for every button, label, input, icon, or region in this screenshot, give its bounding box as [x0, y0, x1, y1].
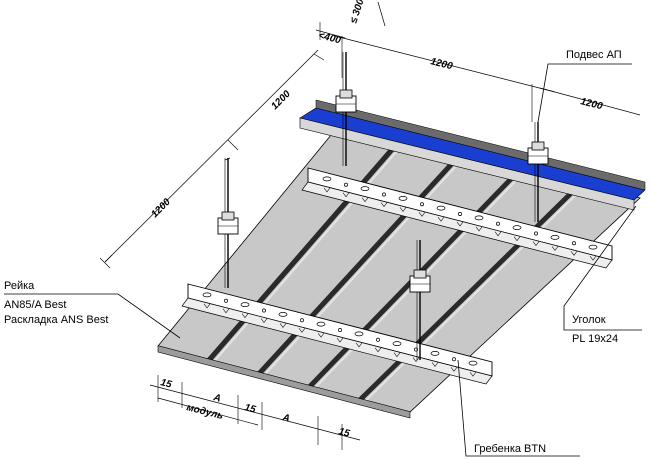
hanger-ap [409, 240, 431, 360]
dimension-lines [99, 1, 641, 450]
comb-carriers [181, 167, 613, 385]
dim-a-2: A [280, 412, 291, 425]
dim-15-a: 15 [159, 377, 173, 390]
hangers [217, 52, 549, 360]
label-panel-model: AN85/A Best [4, 299, 66, 311]
label-layout-model: Раскладка ANS Best [4, 314, 108, 326]
hanger-ap [335, 52, 357, 166]
dim-le-300: ≤ 300 [348, 0, 366, 25]
dim-less-400: <400 [317, 30, 342, 46]
label-comb: Гребенка BTN [474, 443, 546, 455]
hanger-ap [217, 158, 239, 288]
comb-btn [181, 283, 493, 385]
slat-highlight [264, 151, 470, 376]
wall-angle [299, 99, 646, 211]
hanger-ap [527, 122, 549, 222]
callouts: Подвес АП Рейка AN85/A Best Раскладка AN… [4, 49, 642, 457]
label-hanger: Подвес АП [566, 49, 622, 61]
dim-module: модуль [185, 402, 224, 422]
dim-a-1: A [211, 392, 222, 405]
slat-highlight [213, 135, 411, 362]
dim-1200-diag-upper: 1200 [269, 88, 293, 112]
dim-15-c: 15 [337, 426, 351, 439]
dim-15-b: 15 [243, 402, 257, 415]
label-angle-model: PL 19x24 [572, 333, 618, 345]
slat-highlight [364, 183, 588, 402]
dim-1200-right: 1200 [579, 96, 604, 112]
label-panel-title: Рейка [4, 280, 35, 292]
dim-1200-diag-lower: 1200 [149, 196, 173, 220]
label-angle-title: Уголок [572, 314, 606, 326]
comb-btn [301, 167, 613, 269]
dim-1200-top: 1200 [429, 56, 454, 72]
